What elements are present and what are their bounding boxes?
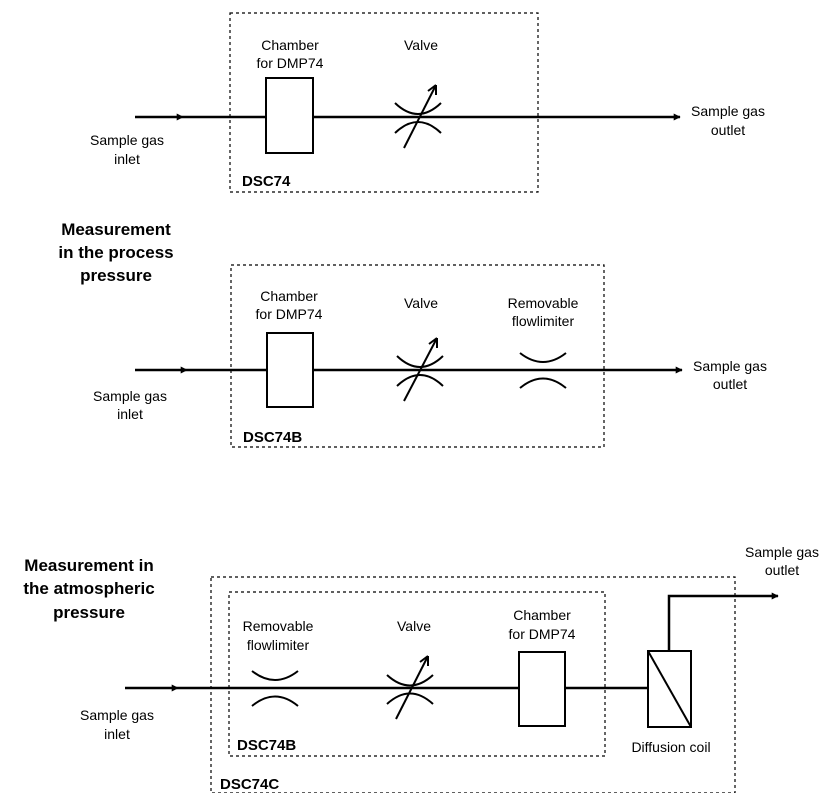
dsc74-boundary	[229, 12, 539, 193]
diagram-dsc74: Chamber for DMP74 Valve Sample gas inlet…	[90, 12, 765, 193]
dsc74-outlet-label-line2: outlet	[711, 122, 745, 138]
dsc74b-outlet-label-line1: Sample gas	[693, 358, 767, 374]
dsc74b-outlet-label-line2: outlet	[713, 376, 747, 392]
dsc74c-system-label: DSC74C	[220, 776, 279, 793]
dsc74b-boundary	[230, 264, 605, 448]
dsc74c-outlet-label-line1: Sample gas	[745, 544, 819, 560]
dsc74-inlet-label-line1: Sample gas	[90, 132, 164, 148]
dsc74b-valve-label: Valve	[404, 295, 438, 311]
dsc74b-inner-boundary	[228, 591, 606, 757]
heading-process-line1: Measurement	[61, 220, 171, 239]
dsc74b-limiter-label-line1: Removable	[508, 295, 579, 311]
dsc74c-chamber-label-line2: for DMP74	[509, 626, 576, 642]
dsc74c-outlet-label-line2: outlet	[765, 562, 799, 578]
heading-atmospheric-line2: the atmospheric	[23, 579, 154, 598]
dsc74-valve-label: Valve	[404, 37, 438, 53]
dsc74c-limiter-label-line2: flowlimiter	[247, 637, 310, 653]
dsc74c-inlet-label-line1: Sample gas	[80, 707, 154, 723]
diffusion-coil-symbol	[647, 650, 692, 728]
dsc74b-inlet-label-line1: Sample gas	[93, 388, 167, 404]
dsc74c-flowlimiter-symbol	[251, 670, 299, 707]
heading-process-line2: in the process	[58, 243, 173, 262]
dsc74-chamber-label-line1: Chamber	[261, 37, 319, 53]
dsc74b-inner-system-label: DSC74B	[237, 737, 296, 754]
dsc74c-valve-label: Valve	[397, 618, 431, 634]
dsc74-inlet-label-line2: inlet	[114, 151, 140, 167]
dsc74c-chamber	[518, 651, 566, 727]
dsc74b-chamber-label-line2: for DMP74	[256, 306, 323, 322]
dsc74c-valve-symbol	[386, 655, 434, 720]
heading-process-pressure: Measurement in the process pressure	[58, 220, 173, 285]
heading-atmospheric-line3: pressure	[53, 603, 125, 622]
dsc74c-chamber-label-line1: Chamber	[513, 607, 571, 623]
heading-process-line3: pressure	[80, 266, 152, 285]
diagram-dsc74c: Removable flowlimiter Valve Chamber for …	[80, 544, 819, 793]
dsc74b-limiter-label-line2: flowlimiter	[512, 313, 575, 329]
dsc74b-flowlimiter-symbol	[519, 352, 567, 389]
heading-atmospheric-line1: Measurement in	[24, 556, 153, 575]
dsc74-outlet-label-line1: Sample gas	[691, 103, 765, 119]
heading-atmospheric-pressure: Measurement in the atmospheric pressure	[23, 556, 154, 622]
dsc74-chamber-label-line2: for DMP74	[257, 55, 324, 71]
dsc74b-chamber	[266, 332, 314, 408]
dsc74-system-label: DSC74	[242, 173, 291, 190]
dsc74-chamber	[265, 77, 314, 154]
diagram-dsc74b: Chamber for DMP74 Valve Removable flowli…	[93, 264, 767, 448]
diffusion-coil-label: Diffusion coil	[631, 739, 710, 755]
dsc74-valve-symbol	[394, 84, 442, 149]
dsc74c-outer-boundary	[210, 576, 736, 793]
dsc74b-inlet-label-line2: inlet	[117, 406, 143, 422]
dsc74c-outlet-line	[667, 592, 779, 651]
dsc74b-valve-symbol	[396, 337, 444, 402]
dsc74c-inlet-label-line2: inlet	[104, 726, 130, 742]
dsc74b-chamber-label-line1: Chamber	[260, 288, 318, 304]
dsc74b-system-label: DSC74B	[243, 429, 302, 446]
dsc74c-limiter-label-line1: Removable	[243, 618, 314, 634]
